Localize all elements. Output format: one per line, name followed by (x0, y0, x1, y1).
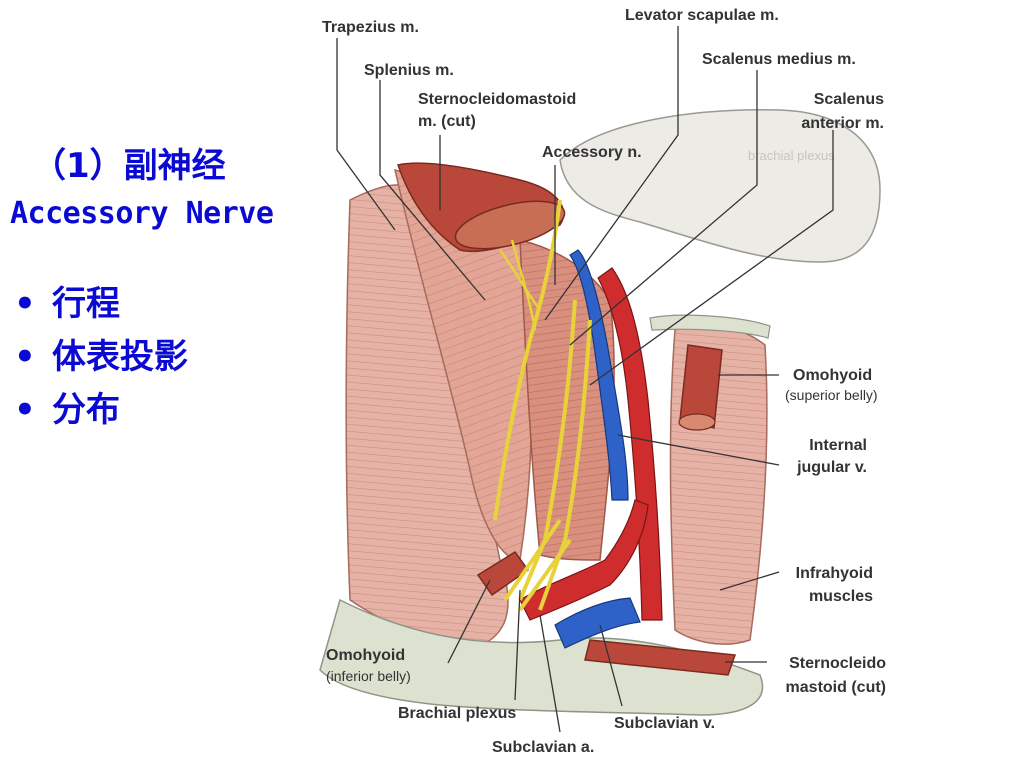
label-brachial-plexus: Brachial plexus (398, 705, 516, 722)
topic-label: 体表投影 (52, 337, 188, 377)
bullet: • (14, 390, 36, 430)
label-scm-cut-1: Sternocleidomastoid (418, 91, 576, 108)
accessory-nerve (493, 199, 562, 521)
leader-lines (336, 26, 834, 733)
label-scm-low-2: mastoid (cut) (786, 679, 886, 696)
label-scm-cut-2: m. (cut) (418, 113, 476, 130)
topic-label: 行程 (52, 284, 120, 324)
topic-item: • 行程 (10, 278, 330, 331)
bullet: • (14, 337, 36, 377)
topic-item: • 体表投影 (10, 331, 330, 384)
omohyoid-superior-cut (678, 413, 716, 431)
internal-jugular-vein (569, 249, 629, 501)
head-region (559, 109, 881, 263)
topic-list: • 行程 • 体表投影 • 分布 (10, 278, 330, 437)
label-omohyoid-inf-1: Omohyoid (326, 647, 405, 664)
bullet: • (14, 284, 36, 324)
brachial-plexus (503, 299, 592, 612)
slide-heading-cn: （1）副神经 (32, 146, 226, 186)
scm-upper-cut-surface (454, 200, 566, 250)
label-levator: Levator scapulae m. (625, 7, 779, 24)
omohyoid-superior-belly (679, 344, 723, 429)
clavicle-region (319, 598, 764, 716)
label-scalenus-anterior-1: Scalenus (814, 91, 884, 108)
topic-label: 分布 (52, 390, 120, 430)
label-omohyoid-inf-2: (inferior belly) (326, 668, 411, 684)
subclavian-vein (554, 597, 641, 649)
label-infrahyoid-2: muscles (809, 588, 873, 605)
slide-heading-en: Accessory Nerve (10, 196, 274, 231)
faint-plexus-text: brachial plexus (748, 148, 835, 163)
label-ijv-1: Internal (809, 437, 867, 454)
label-subclavian-v: Subclavian v. (614, 715, 715, 732)
label-omohyoid-sup-2: (superior belly) (785, 387, 878, 403)
label-ijv-2: jugular v. (796, 459, 867, 476)
carotid-artery (597, 267, 663, 621)
label-trapezius: Trapezius m. (322, 19, 419, 36)
label-accessory: Accessory n. (542, 144, 642, 161)
label-scalenus-anterior-2: anterior m. (801, 115, 884, 132)
label-scalenus-medius: Scalenus medius m. (702, 51, 856, 68)
label-splenius: Splenius m. (364, 62, 454, 79)
slide-text-panel: （1）副神经 Accessory Nerve • 行程 • 体表投影 • 分布 (10, 140, 330, 437)
subclavian-artery (519, 499, 649, 621)
label-scm-low-1: Sternocleido (789, 655, 886, 672)
scm-lower-cut (584, 639, 737, 676)
label-subclavian-a: Subclavian a. (492, 739, 594, 756)
cervical-branches (498, 239, 542, 331)
label-omohyoid-sup-1: Omohyoid (793, 367, 872, 384)
topic-item: • 分布 (10, 384, 330, 437)
label-infrahyoid-1: Infrahyoid (796, 565, 873, 582)
